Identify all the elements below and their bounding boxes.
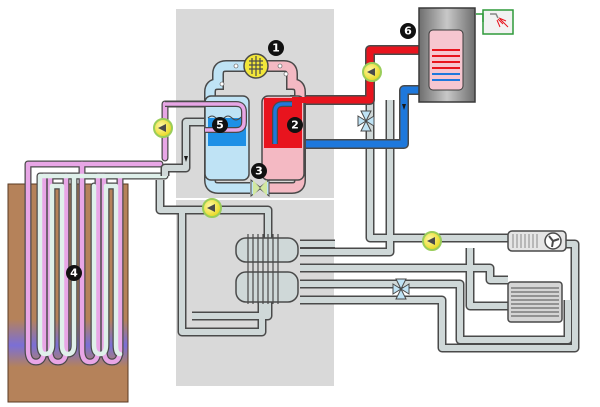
svg-text:3: 3 (255, 165, 263, 178)
plate-heat-exchanger-icon (235, 234, 299, 304)
radiator-icon (507, 281, 563, 323)
hot-water-tank-icon (418, 7, 476, 103)
compressor-icon (243, 53, 269, 79)
marker-5: 5 (212, 117, 228, 133)
cold-water-pipe (278, 85, 420, 149)
pump-icon (153, 118, 173, 138)
svg-text:5: 5 (216, 119, 224, 132)
pump-icon (422, 231, 442, 251)
fan-coil-icon (507, 230, 567, 252)
refrigerant-circuit (165, 60, 320, 194)
expansion-valve-icon (250, 178, 270, 198)
pump-icon (362, 62, 382, 82)
svg-text:4: 4 (70, 267, 78, 280)
marker-4: 4 (66, 265, 82, 281)
marker-2: 2 (287, 117, 303, 133)
ground-loops (24, 100, 216, 366)
svg-text:1: 1 (272, 42, 280, 55)
three-way-valve-icon (357, 110, 375, 132)
shower-icon (476, 9, 514, 35)
hot-water-pipe (290, 45, 420, 105)
svg-text:2: 2 (291, 119, 299, 132)
svg-text:6: 6 (404, 25, 412, 38)
mixing-valve-icon (392, 278, 410, 300)
marker-1: 1 (268, 40, 284, 56)
pump-icon (202, 198, 222, 218)
marker-3: 3 (251, 163, 267, 179)
marker-6: 6 (400, 23, 416, 39)
